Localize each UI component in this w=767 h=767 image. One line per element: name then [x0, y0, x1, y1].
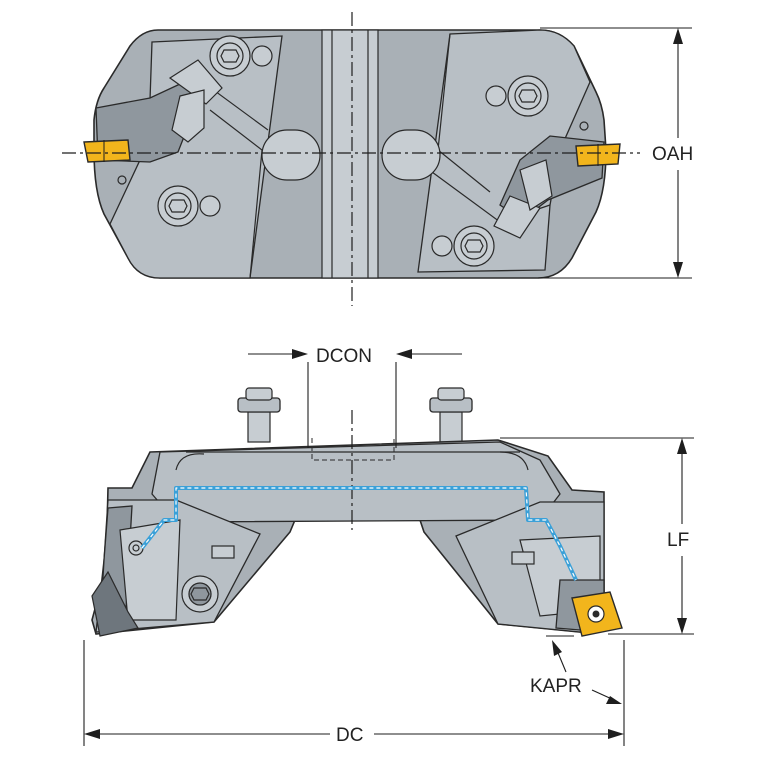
- side-view: [91, 387, 623, 637]
- dimension-lf: LF: [500, 437, 694, 635]
- coolant-channel: [140, 486, 578, 581]
- screw-icon: [181, 575, 219, 613]
- screw-icon: [431, 225, 495, 267]
- dc-label: DC: [336, 725, 363, 746]
- dimension-dcon: DCON: [248, 346, 462, 448]
- right-insert-side: [571, 591, 623, 637]
- screw-icon: [157, 185, 221, 227]
- pin-right: [429, 387, 473, 443]
- dimension-kapr: KAPR: [530, 635, 622, 704]
- oah-label: OAH: [652, 144, 693, 165]
- center-band: [321, 29, 379, 279]
- dimension-oah: OAH: [538, 27, 693, 279]
- kapr-label: KAPR: [530, 676, 582, 697]
- dcon-label: DCON: [316, 346, 372, 367]
- screw-icon: [485, 75, 549, 117]
- dimension-dc: DC: [83, 640, 625, 746]
- left-insert: [83, 139, 131, 163]
- pin-left: [237, 387, 281, 443]
- screw-icon: [209, 35, 273, 77]
- top-view: [62, 12, 640, 306]
- lf-label: LF: [667, 530, 689, 551]
- left-cutting-edge: [91, 570, 139, 637]
